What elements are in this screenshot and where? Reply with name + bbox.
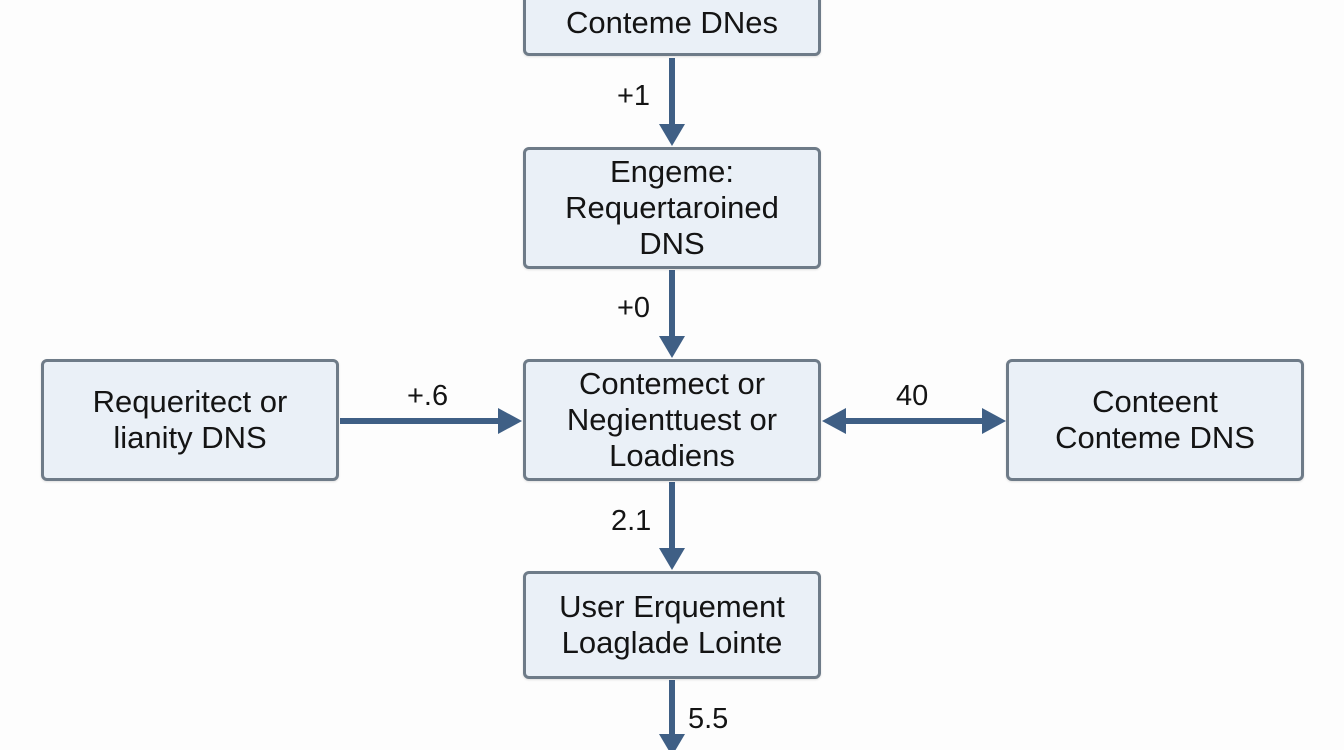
node-label-line: Contemect or (578, 366, 766, 401)
node-label-line: Conteme DNS (1055, 420, 1255, 455)
edge-left-to-center (340, 408, 522, 434)
node-label-line: lianity DNS (113, 420, 267, 455)
node-label-line: User Erquement (559, 589, 785, 624)
node-label-line: Conteent (1092, 384, 1218, 419)
node-label-line: Engeme: (609, 154, 735, 189)
edge-user-to-below (659, 680, 685, 750)
node-label-line: Negienttuest or (566, 402, 778, 437)
node-contemect-center: Contemect or Negienttuest or Loadiens (523, 359, 821, 481)
node-label-line: Loaglade Lointe (561, 625, 783, 660)
edge-label-engine-center: +0 (617, 292, 651, 324)
edge-center-right-bidirectional (822, 408, 1006, 434)
node-conteent-dns: Conteent Conteme DNS (1006, 359, 1304, 481)
edge-label-top-engine: +1 (617, 80, 651, 112)
edge-top-to-engine (659, 58, 685, 146)
node-label-line: Requertaroined (565, 190, 779, 225)
node-requeritect-dns: Requeritect or lianity DNS (41, 359, 339, 481)
node-label-line: DNS (639, 226, 705, 261)
node-label-line: Requeritect or (92, 384, 288, 419)
node-conteme-dnes: Conteme DNes (523, 0, 821, 56)
edge-label-center-user: 2.1 (611, 505, 652, 537)
node-label-line: Conteme DNes (566, 5, 778, 40)
edge-label-left-center: +.6 (407, 380, 449, 412)
node-label-line: Loadiens (609, 438, 735, 473)
node-engeme-dns: Engeme: Requertaroined DNS (523, 147, 821, 269)
node-user-erquement: User Erquement Loaglade Lointe (523, 571, 821, 679)
edge-label-center-right: 40 (896, 380, 929, 412)
edge-engine-to-center (659, 270, 685, 358)
edge-label-user-below: 5.5 (688, 703, 729, 735)
edge-center-to-user (659, 482, 685, 570)
